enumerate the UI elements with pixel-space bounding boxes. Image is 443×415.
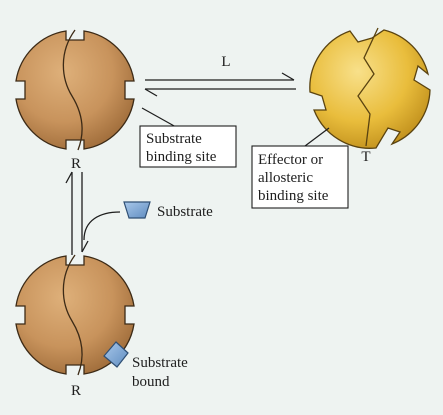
effector-site-leader-line	[304, 127, 330, 147]
substrate-site-callout-line-1: Substrate	[146, 131, 202, 147]
r-state-top-label: R	[71, 156, 81, 172]
effector-site-callout-line-2: allosteric	[258, 170, 313, 186]
t-state-shape	[309, 29, 431, 149]
substrate-label: Substrate	[157, 204, 213, 220]
r-t-equilibrium-arrows	[144, 72, 296, 97]
substrate-site-leader-line	[141, 107, 177, 128]
t-state-subunit-interface	[357, 27, 379, 147]
free-substrate-shape	[123, 201, 151, 219]
substrate-binding-equilibrium-arrows	[65, 171, 121, 255]
effector-site-callout-line-3: binding site	[258, 188, 329, 204]
r-state-bottom-enzyme	[15, 254, 135, 376]
substrate-bound-line-1: Substrate	[132, 355, 188, 371]
r-state-bottom-subunit-interface	[62, 254, 83, 376]
effector-site-callout-text: Effector or allosteric binding site	[258, 152, 329, 204]
r-state-bottom-label: R	[71, 383, 81, 399]
r-state-top-shape	[15, 30, 135, 150]
r-state-bottom-shape	[15, 255, 135, 375]
effector-site-callout-box	[251, 145, 349, 209]
substrate-site-callout-line-2: binding site	[146, 149, 217, 165]
substrate-bound-label: Substrate bound	[132, 355, 192, 390]
t-state-label: T	[361, 149, 370, 165]
r-state-top-enzyme	[15, 29, 135, 151]
substrate-site-callout-box	[139, 125, 237, 168]
effector-site-callout-line-1: Effector or	[258, 152, 323, 168]
r-state-top-subunit-interface	[62, 29, 83, 151]
equilibrium-constant-label: L	[221, 54, 230, 70]
t-state-enzyme	[309, 27, 431, 149]
substrate-site-callout-text: Substrate binding site	[146, 131, 217, 165]
bound-substrate-shape	[103, 341, 129, 368]
substrate-bound-line-2: bound	[132, 374, 170, 390]
